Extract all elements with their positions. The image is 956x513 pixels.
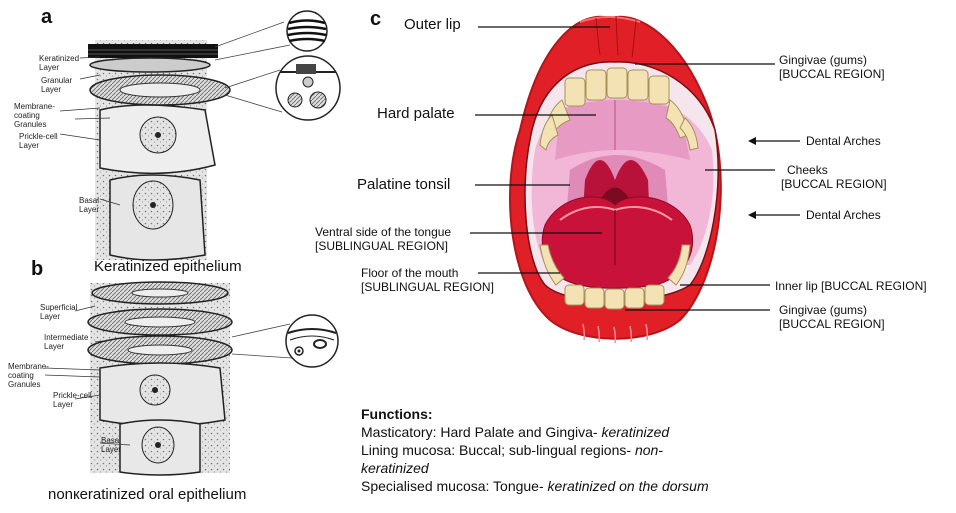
function-line-lining: Lining mucosa: Buccal; sub-lingual regio…	[361, 441, 709, 459]
label-floor-of-mouth: Floor of the mouth[SUBLINGUAL REGION]	[361, 266, 494, 294]
label-gingivae-top: Gingivae (gums)[BUCCAL REGION]	[779, 53, 885, 81]
mouth-illustration	[510, 16, 721, 343]
caption-keratinized-epithelium: Keratinized epithelium	[94, 258, 242, 275]
label-palatine-tonsil: Palatine tonsil	[357, 176, 450, 193]
functions-block: Functions: Masticatory: Hard Palate and …	[361, 405, 709, 495]
functions-title: Functions:	[361, 405, 709, 423]
function-line-specialised: Specialised mucosa: Tongue- keratinized …	[361, 477, 709, 495]
function-line-lining-cont: keratinized	[361, 459, 709, 477]
label-cheeks: Cheeks[BUCCAL REGION]	[781, 163, 887, 191]
label-dental-arches-upper: Dental Arches	[806, 134, 881, 148]
label-dental-arches-lower: Dental Arches	[806, 208, 881, 222]
label-inner-lip: Inner lip [BUCCAL REGION]	[775, 279, 927, 293]
label-gingivae-bottom: Gingivae (gums)[BUCCAL REGION]	[779, 303, 885, 331]
label-ventral-side-tongue: Ventral side of the tongue[SUBLINGUAL RE…	[315, 225, 451, 253]
caption-nonkeratinized-epithelium: nonкeratinized oral epithelium	[48, 486, 246, 503]
label-outer-lip: Outer lip	[404, 16, 461, 33]
function-line-masticatory: Masticatory: Hard Palate and Gingiva- ke…	[361, 423, 709, 441]
label-hard-palate: Hard palate	[377, 105, 455, 122]
